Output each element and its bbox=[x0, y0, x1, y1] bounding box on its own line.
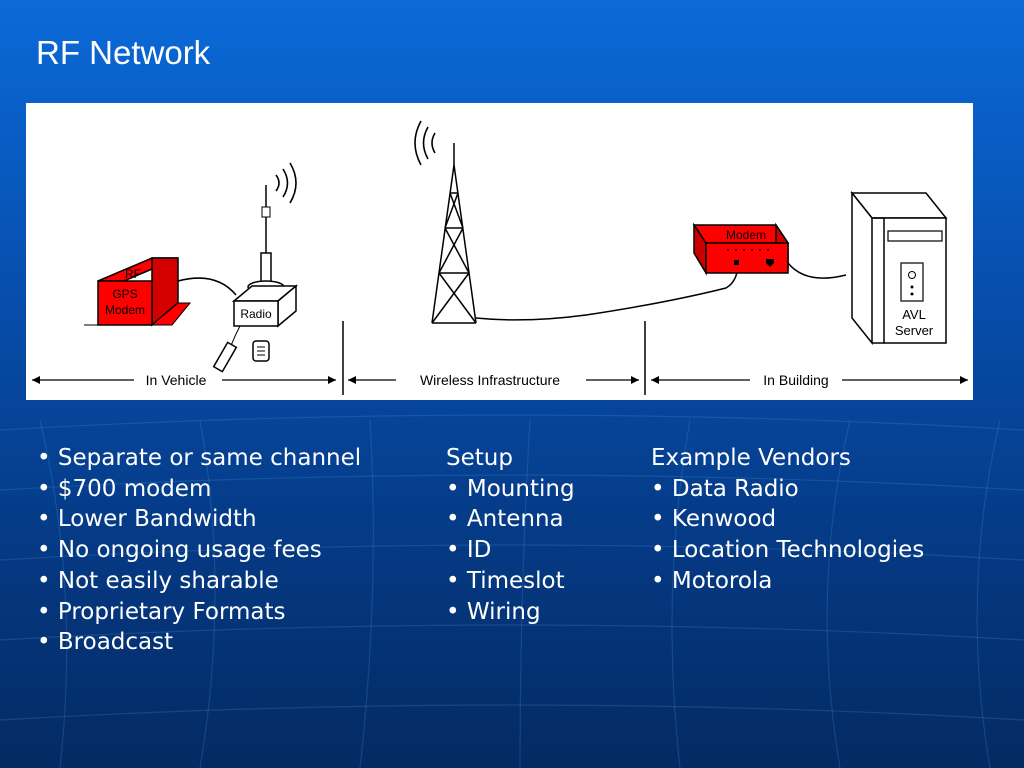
vendors-heading: Example Vendors bbox=[651, 445, 851, 471]
building-cable bbox=[787, 262, 847, 279]
cell-tower bbox=[431, 143, 477, 324]
setup-list-item: Mounting bbox=[446, 474, 575, 505]
setup-heading: Setup bbox=[446, 445, 513, 471]
features-column: Separate or same channel $700 modem Lowe… bbox=[37, 443, 361, 658]
vehicle-cable bbox=[177, 277, 237, 296]
vendors-list: Data Radio Kenwood Location Technologies… bbox=[651, 474, 924, 597]
section-arrows bbox=[32, 376, 968, 384]
building-modem-label: Modem bbox=[726, 228, 766, 242]
setup-list-item: Antenna bbox=[446, 504, 575, 535]
section-label-building: In Building bbox=[763, 372, 828, 388]
features-list-item: Not easily sharable bbox=[37, 566, 361, 597]
features-list-item: Lower Bandwidth bbox=[37, 504, 361, 535]
radio-signal-icon bbox=[275, 162, 297, 204]
server-label-line1: AVL bbox=[902, 307, 926, 322]
features-list-item: Separate or same channel bbox=[37, 443, 361, 474]
server-label-line2: Server bbox=[895, 323, 934, 338]
setup-column: Setup Mounting Antenna ID Timeslot Wirin… bbox=[446, 443, 575, 627]
vendors-column: Example Vendors Data Radio Kenwood Locat… bbox=[651, 443, 924, 597]
rf-modem-label-line3: Modem bbox=[105, 303, 145, 317]
features-list-item: No ongoing usage fees bbox=[37, 535, 361, 566]
rf-modem-label-line1: RF bbox=[125, 267, 141, 281]
rf-modem-label-line2: GPS bbox=[112, 287, 137, 301]
infrastructure-cable bbox=[475, 262, 739, 321]
section-label-vehicle: In Vehicle bbox=[146, 372, 207, 388]
building-modem: Modem bbox=[692, 222, 790, 276]
rf-network-diagram: RF GPS Modem Radio bbox=[26, 103, 973, 400]
setup-list-item: Timeslot bbox=[446, 566, 575, 597]
features-list-item: Broadcast bbox=[37, 627, 361, 658]
setup-list-item: Wiring bbox=[446, 597, 575, 628]
rf-gps-modem: RF GPS Modem bbox=[84, 257, 192, 327]
setup-list-item: ID bbox=[446, 535, 575, 566]
setup-list: Mounting Antenna ID Timeslot Wiring bbox=[446, 474, 575, 628]
features-list-item: Proprietary Formats bbox=[37, 597, 361, 628]
vendors-list-item: Data Radio bbox=[651, 474, 924, 505]
avl-server: AVL Server bbox=[850, 190, 948, 346]
radio-unit: Radio bbox=[212, 185, 299, 373]
radio-label: Radio bbox=[240, 307, 272, 321]
vendors-list-item: Motorola bbox=[651, 566, 924, 597]
vendors-list-item: Kenwood bbox=[651, 504, 924, 535]
section-label-wireless: Wireless Infrastructure bbox=[420, 372, 560, 388]
slide-title: RF Network bbox=[36, 34, 211, 71]
tower-signal-icon bbox=[414, 120, 436, 166]
vendors-list-item: Location Technologies bbox=[651, 535, 924, 566]
features-list-item: $700 modem bbox=[37, 474, 361, 505]
features-list: Separate or same channel $700 modem Lowe… bbox=[37, 443, 361, 658]
